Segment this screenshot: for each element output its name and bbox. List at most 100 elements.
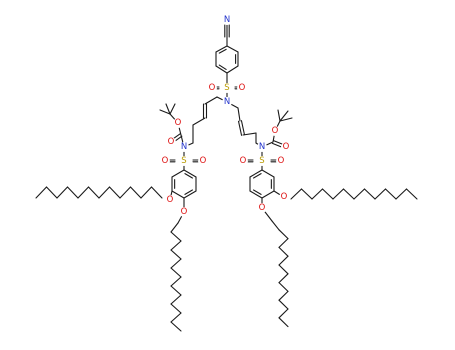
atom-label-background xyxy=(179,156,189,166)
dodecyl-chain xyxy=(405,188,418,200)
atom-label-background xyxy=(198,156,208,166)
atom-label-background xyxy=(179,207,189,217)
dialkoxyphenyl-ring-right xyxy=(261,190,275,199)
dodecyl-chain xyxy=(278,308,289,319)
atom-label-background xyxy=(257,156,267,166)
dodecyl-chain xyxy=(170,258,182,269)
atom-label-background xyxy=(257,203,267,213)
atom-label-background xyxy=(270,126,280,136)
bond xyxy=(279,110,289,122)
dodecyl-chain xyxy=(353,188,366,200)
atom-label-background xyxy=(165,195,175,205)
atom-label-background xyxy=(207,83,217,93)
atom-label-background xyxy=(173,118,183,128)
atom-label-background xyxy=(166,137,176,147)
atom-label-N-boc-left: N xyxy=(181,142,187,152)
atom-label-O-right-so2-a: O xyxy=(240,156,247,166)
dialkoxyphenyl-ring-left xyxy=(171,169,185,178)
dodecyl-chain xyxy=(56,186,69,199)
atom-label-background xyxy=(179,142,189,152)
dodecyl-chain xyxy=(278,282,289,292)
dodecyl-chain xyxy=(290,188,303,200)
cyanophenyl-ring xyxy=(215,45,228,53)
bond xyxy=(237,107,241,122)
dodecyl-chain xyxy=(278,229,289,240)
atom-label-O-left-alkoxy-lower: O xyxy=(181,207,188,217)
dodecyl-chain xyxy=(87,186,100,199)
dodecyl-chain xyxy=(384,188,397,200)
cyanophenyl-ring xyxy=(226,65,239,74)
dodecyl-chain xyxy=(35,186,48,199)
dodecyl-chain xyxy=(278,264,289,275)
dodecyl-chain xyxy=(170,303,182,314)
dodecyl-chain xyxy=(150,186,163,199)
dodecyl-chain xyxy=(77,186,90,199)
dodecyl-chain xyxy=(278,273,289,284)
dodecyl-chain xyxy=(108,186,121,199)
dialkoxyphenyl-ring-right xyxy=(261,169,275,178)
atom-label-background xyxy=(160,156,170,166)
atom-label-background xyxy=(279,192,289,202)
atom-label-N-nitrile: N xyxy=(224,15,230,25)
dodecyl-chain xyxy=(170,285,182,296)
alkene-bond xyxy=(237,120,243,136)
dodecyl-chain xyxy=(363,188,376,200)
atom-label-background xyxy=(281,142,291,152)
dodecyl-chain xyxy=(342,188,355,200)
cyanophenyl-ring xyxy=(218,64,227,70)
dodecyl-chain xyxy=(278,246,289,257)
atom-label-O-boc-left-ester: O xyxy=(175,118,182,128)
bond xyxy=(242,132,257,136)
dodecyl-chain xyxy=(170,240,182,251)
bond-skeleton xyxy=(35,24,418,332)
dodecyl-chain xyxy=(45,186,58,199)
dodecyl-chain xyxy=(140,186,153,199)
atom-label-O-top-left: O xyxy=(209,83,216,93)
dodecyl-chain xyxy=(300,188,313,200)
cyanophenyl-ring xyxy=(218,48,227,54)
atom-label-O-right-alkoxy-lower: O xyxy=(259,203,266,213)
dialkoxyphenyl-ring-left xyxy=(171,190,185,199)
atom-label-N-center: N xyxy=(224,97,230,107)
atom-label-N-boc-right: N xyxy=(259,142,265,152)
dodecyl-chain xyxy=(170,249,182,260)
dodecyl-chain xyxy=(170,267,182,278)
atom-label-O-left-so2-b: O xyxy=(200,156,207,166)
dialkoxyphenyl-ring-left xyxy=(184,189,193,195)
carbonyl-bond xyxy=(273,140,285,146)
atom-label-O-right-so2-b: O xyxy=(278,156,285,166)
dodecyl-chain xyxy=(321,188,334,200)
bond xyxy=(159,109,171,115)
bond xyxy=(279,117,293,122)
dodecyl-chain xyxy=(271,220,280,231)
dodecyl-chain xyxy=(278,290,289,301)
dodecyl-chain xyxy=(278,299,289,310)
atom-label-O-top-right: O xyxy=(239,83,246,93)
dodecyl-chain xyxy=(170,294,182,305)
dodecyl-chain xyxy=(170,276,182,287)
dialkoxyphenyl-ring-right xyxy=(253,173,262,179)
dodecyl-chain xyxy=(170,312,182,323)
dodecyl-chain xyxy=(311,188,324,200)
atom-label-O-left-so2-a: O xyxy=(162,156,169,166)
atom-label-S-top: S xyxy=(224,83,229,93)
atom-label-S-right: S xyxy=(259,156,264,166)
atom-label-background xyxy=(276,156,286,166)
dialkoxyphenyl-ring-left xyxy=(183,169,197,178)
dialkoxyphenyl-ring-left xyxy=(183,190,197,199)
atom-label-background xyxy=(222,83,232,93)
atom-label-background xyxy=(222,15,232,25)
dodecyl-chain xyxy=(66,186,79,199)
dodecyl-chain xyxy=(278,255,289,266)
atom-label-O-left-alkoxy-upper: O xyxy=(167,195,174,205)
atom-label-background xyxy=(222,97,232,107)
dodecyl-chain xyxy=(129,186,142,199)
dodecyl-chain xyxy=(278,317,289,328)
dodecyl-chain xyxy=(170,231,182,242)
dialkoxyphenyl-ring-right xyxy=(249,190,263,199)
atom-label-background xyxy=(237,83,247,93)
dodecyl-chain xyxy=(332,188,345,200)
carbonyl-bond xyxy=(271,142,283,148)
bond xyxy=(192,117,206,126)
